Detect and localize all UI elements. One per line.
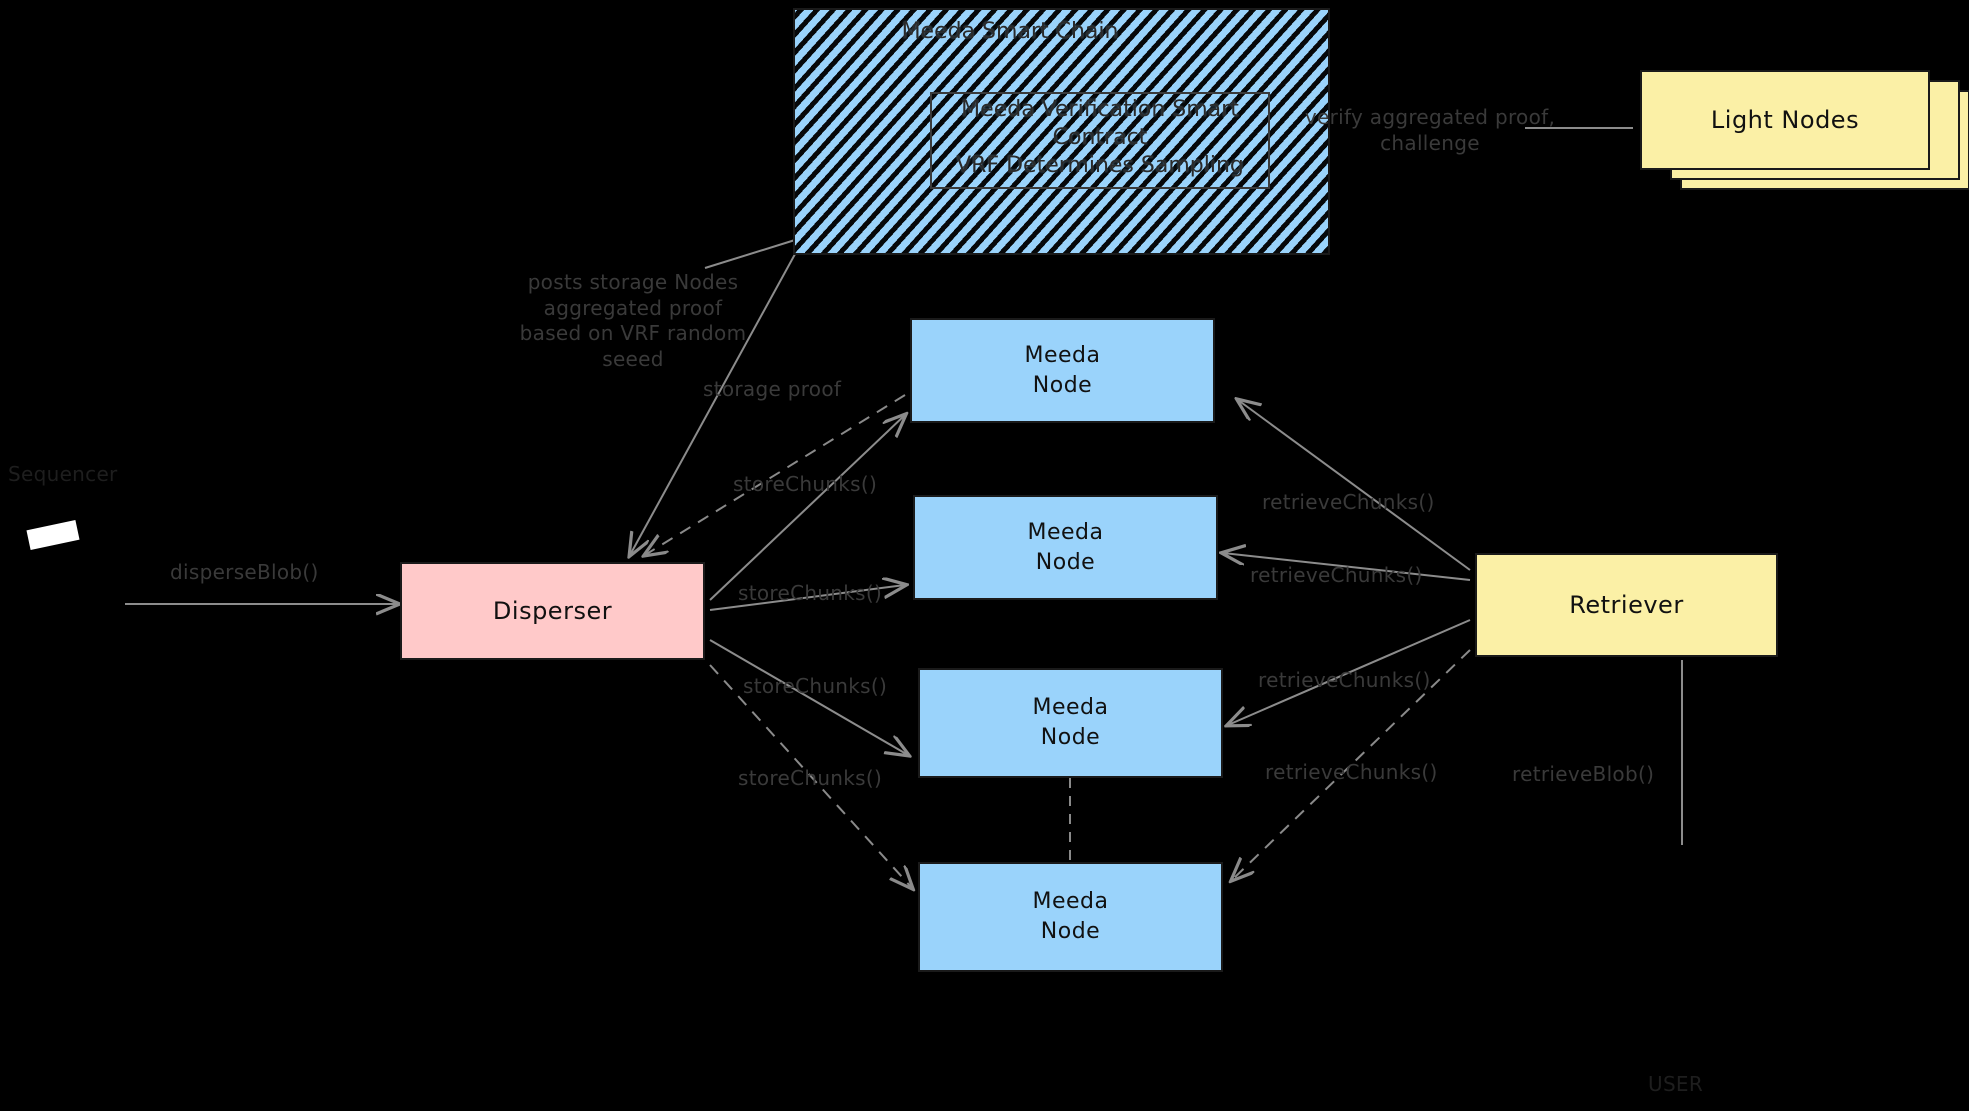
meeda-node-1-label-line1: Meeda (1024, 342, 1101, 368)
edge-label-store-chunks-1: storeChunks() (733, 472, 878, 496)
edge-label-disperse-blob: disperseBlob() (170, 560, 319, 584)
edge-label-store-chunks-2: storeChunks() (738, 581, 883, 605)
edge-label-retrieve-chunks-3: retrieveChunks() (1258, 668, 1431, 692)
meeda-node-4-label-line1: Meeda (1032, 889, 1109, 915)
light-nodes-box[interactable]: Light Nodes (1640, 70, 1930, 170)
edge-label-retrieve-chunks-4: retrieveChunks() (1265, 760, 1438, 784)
edge-label-verify-proof: verify aggregated proof, challenge (1304, 105, 1556, 155)
user-label: USER (1648, 1072, 1704, 1096)
retriever-label: Retriever (1569, 590, 1684, 619)
meeda-node-1[interactable]: Meeda Node (910, 318, 1215, 423)
edge-store-chunks-1 (709, 415, 905, 601)
edge-retrieve-chunks-1 (1238, 400, 1471, 571)
meeda-node-1-label-line2: Node (1032, 372, 1093, 398)
meeda-node-3-label-line2: Node (1040, 725, 1101, 750)
edge-label-store-chunks-4: storeChunks() (738, 766, 883, 790)
meeda-verification-contract-label-3: VRF Determines Sampling (956, 153, 1244, 178)
disperser-box[interactable]: Disperser (400, 562, 705, 660)
meeda-node-3[interactable]: Meeda Node (918, 668, 1223, 778)
meeda-node-3-label-line1: Meeda (1032, 695, 1109, 721)
edge-label-storage-proof: storage proof (703, 377, 842, 401)
meeda-verification-contract-label-1: Meeda Verification Smart (961, 97, 1239, 122)
meeda-node-4-label-line2: Node (1040, 919, 1101, 944)
sequencer-marker (26, 520, 80, 550)
edge-chain-tail (704, 239, 796, 269)
meeda-verification-contract-box[interactable] (930, 92, 1270, 189)
sequencer-label: Sequencer (8, 462, 118, 486)
disperser-label: Disperser (492, 596, 613, 625)
light-nodes-label: Light Nodes (1710, 105, 1860, 134)
edge-label-posts-proof: posts storage Nodes aggregated proof bas… (519, 270, 747, 371)
meeda-node-2[interactable]: Meeda Node (913, 495, 1218, 600)
meeda-smart-chain-block[interactable] (793, 8, 1330, 255)
edge-label-retrieve-blob: retrieveBlob() (1512, 762, 1655, 786)
meeda-node-4[interactable]: Meeda Node (918, 862, 1223, 972)
meeda-smart-chain-title: Meeda Smart Chain (901, 19, 1119, 44)
edge-label-store-chunks-3: storeChunks() (743, 674, 888, 698)
edge-label-retrieve-chunks-1: retrieveChunks() (1262, 490, 1435, 514)
meeda-verification-contract-label-2: Contract (1052, 125, 1148, 150)
meeda-node-2-label-line2: Node (1035, 549, 1096, 575)
edge-label-retrieve-chunks-2: retrieveChunks() (1250, 563, 1423, 587)
meeda-node-2-label-line1: Meeda (1027, 519, 1104, 545)
retriever-box[interactable]: Retriever (1475, 553, 1778, 657)
